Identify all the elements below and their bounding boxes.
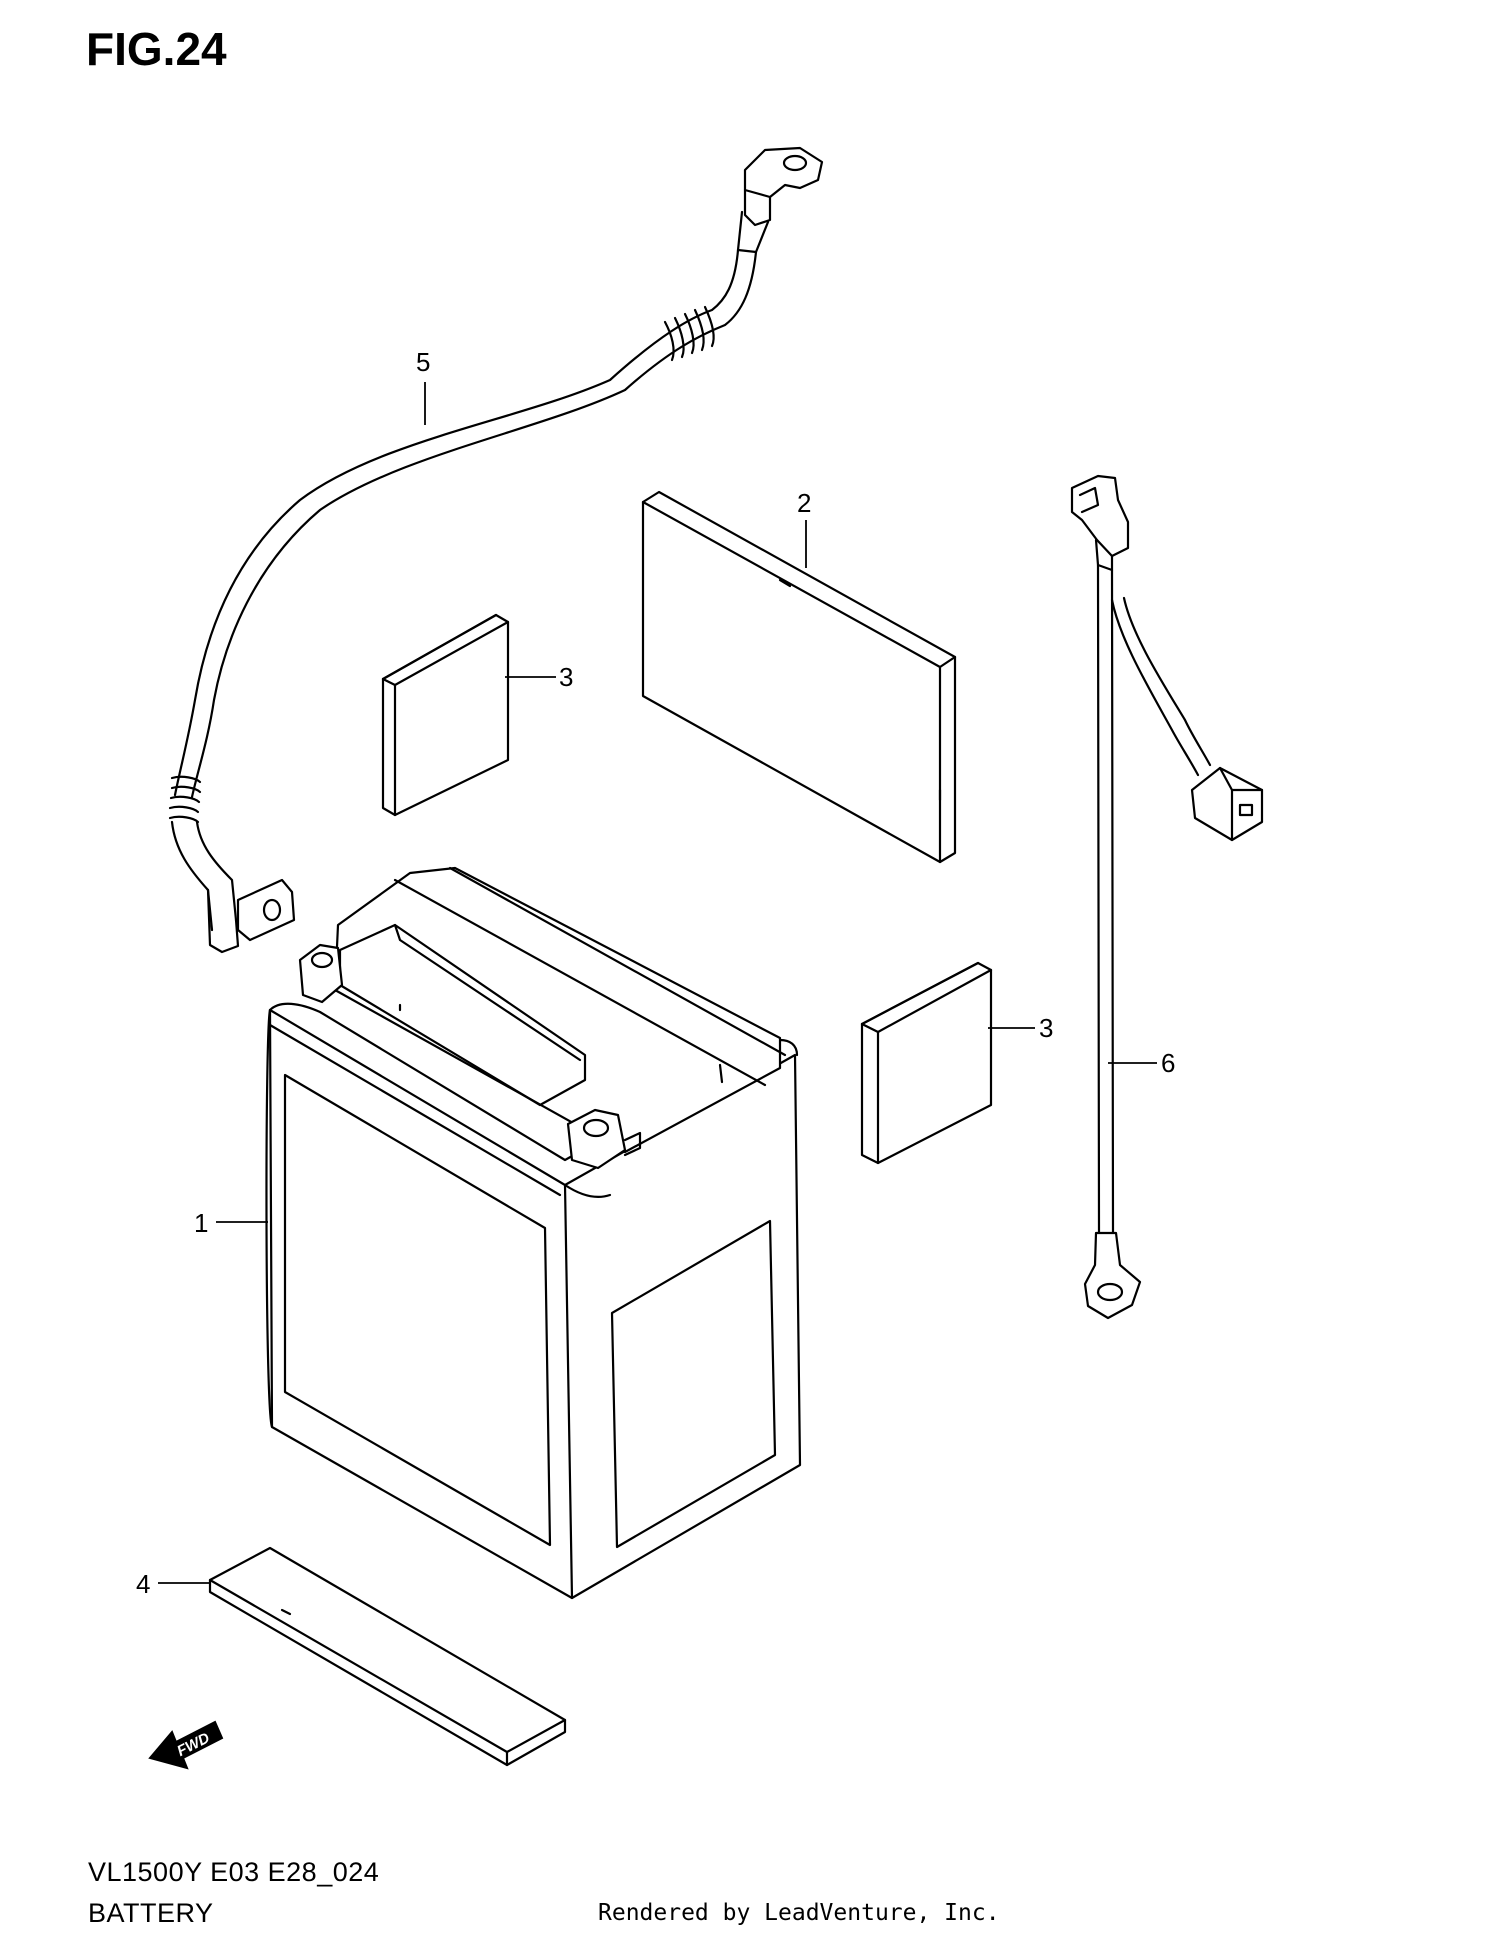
battery-part-1[interactable]: [265, 866, 802, 1600]
callout-4: 4: [136, 1569, 150, 1599]
callout-2: 2: [797, 488, 811, 518]
render-credit: Rendered by LeadVenture, Inc.: [598, 1900, 1000, 1926]
pad-part-4[interactable]: [208, 1546, 567, 1767]
callout-5: 5: [416, 347, 430, 377]
pad-part-3-upper[interactable]: [381, 613, 510, 817]
model-code: VL1500Y E03 E28_024: [88, 1857, 380, 1887]
pad-part-2[interactable]: [641, 490, 957, 864]
section-name: BATTERY: [88, 1898, 214, 1928]
callout-1: 1: [194, 1208, 208, 1238]
battery-cable-part-5[interactable]: [168, 146, 824, 954]
pad-part-3-lower[interactable]: [860, 961, 993, 1165]
fwd-arrow-icon: FWD: [148, 1720, 224, 1770]
ground-wire-part-6[interactable]: [1070, 474, 1264, 1320]
callout-3-lower: 3: [1039, 1013, 1053, 1043]
callout-3-upper: 3: [559, 662, 573, 692]
figure-title: FIG.24: [86, 23, 227, 75]
leader-lines: [158, 382, 1157, 1584]
callout-6: 6: [1161, 1048, 1175, 1078]
